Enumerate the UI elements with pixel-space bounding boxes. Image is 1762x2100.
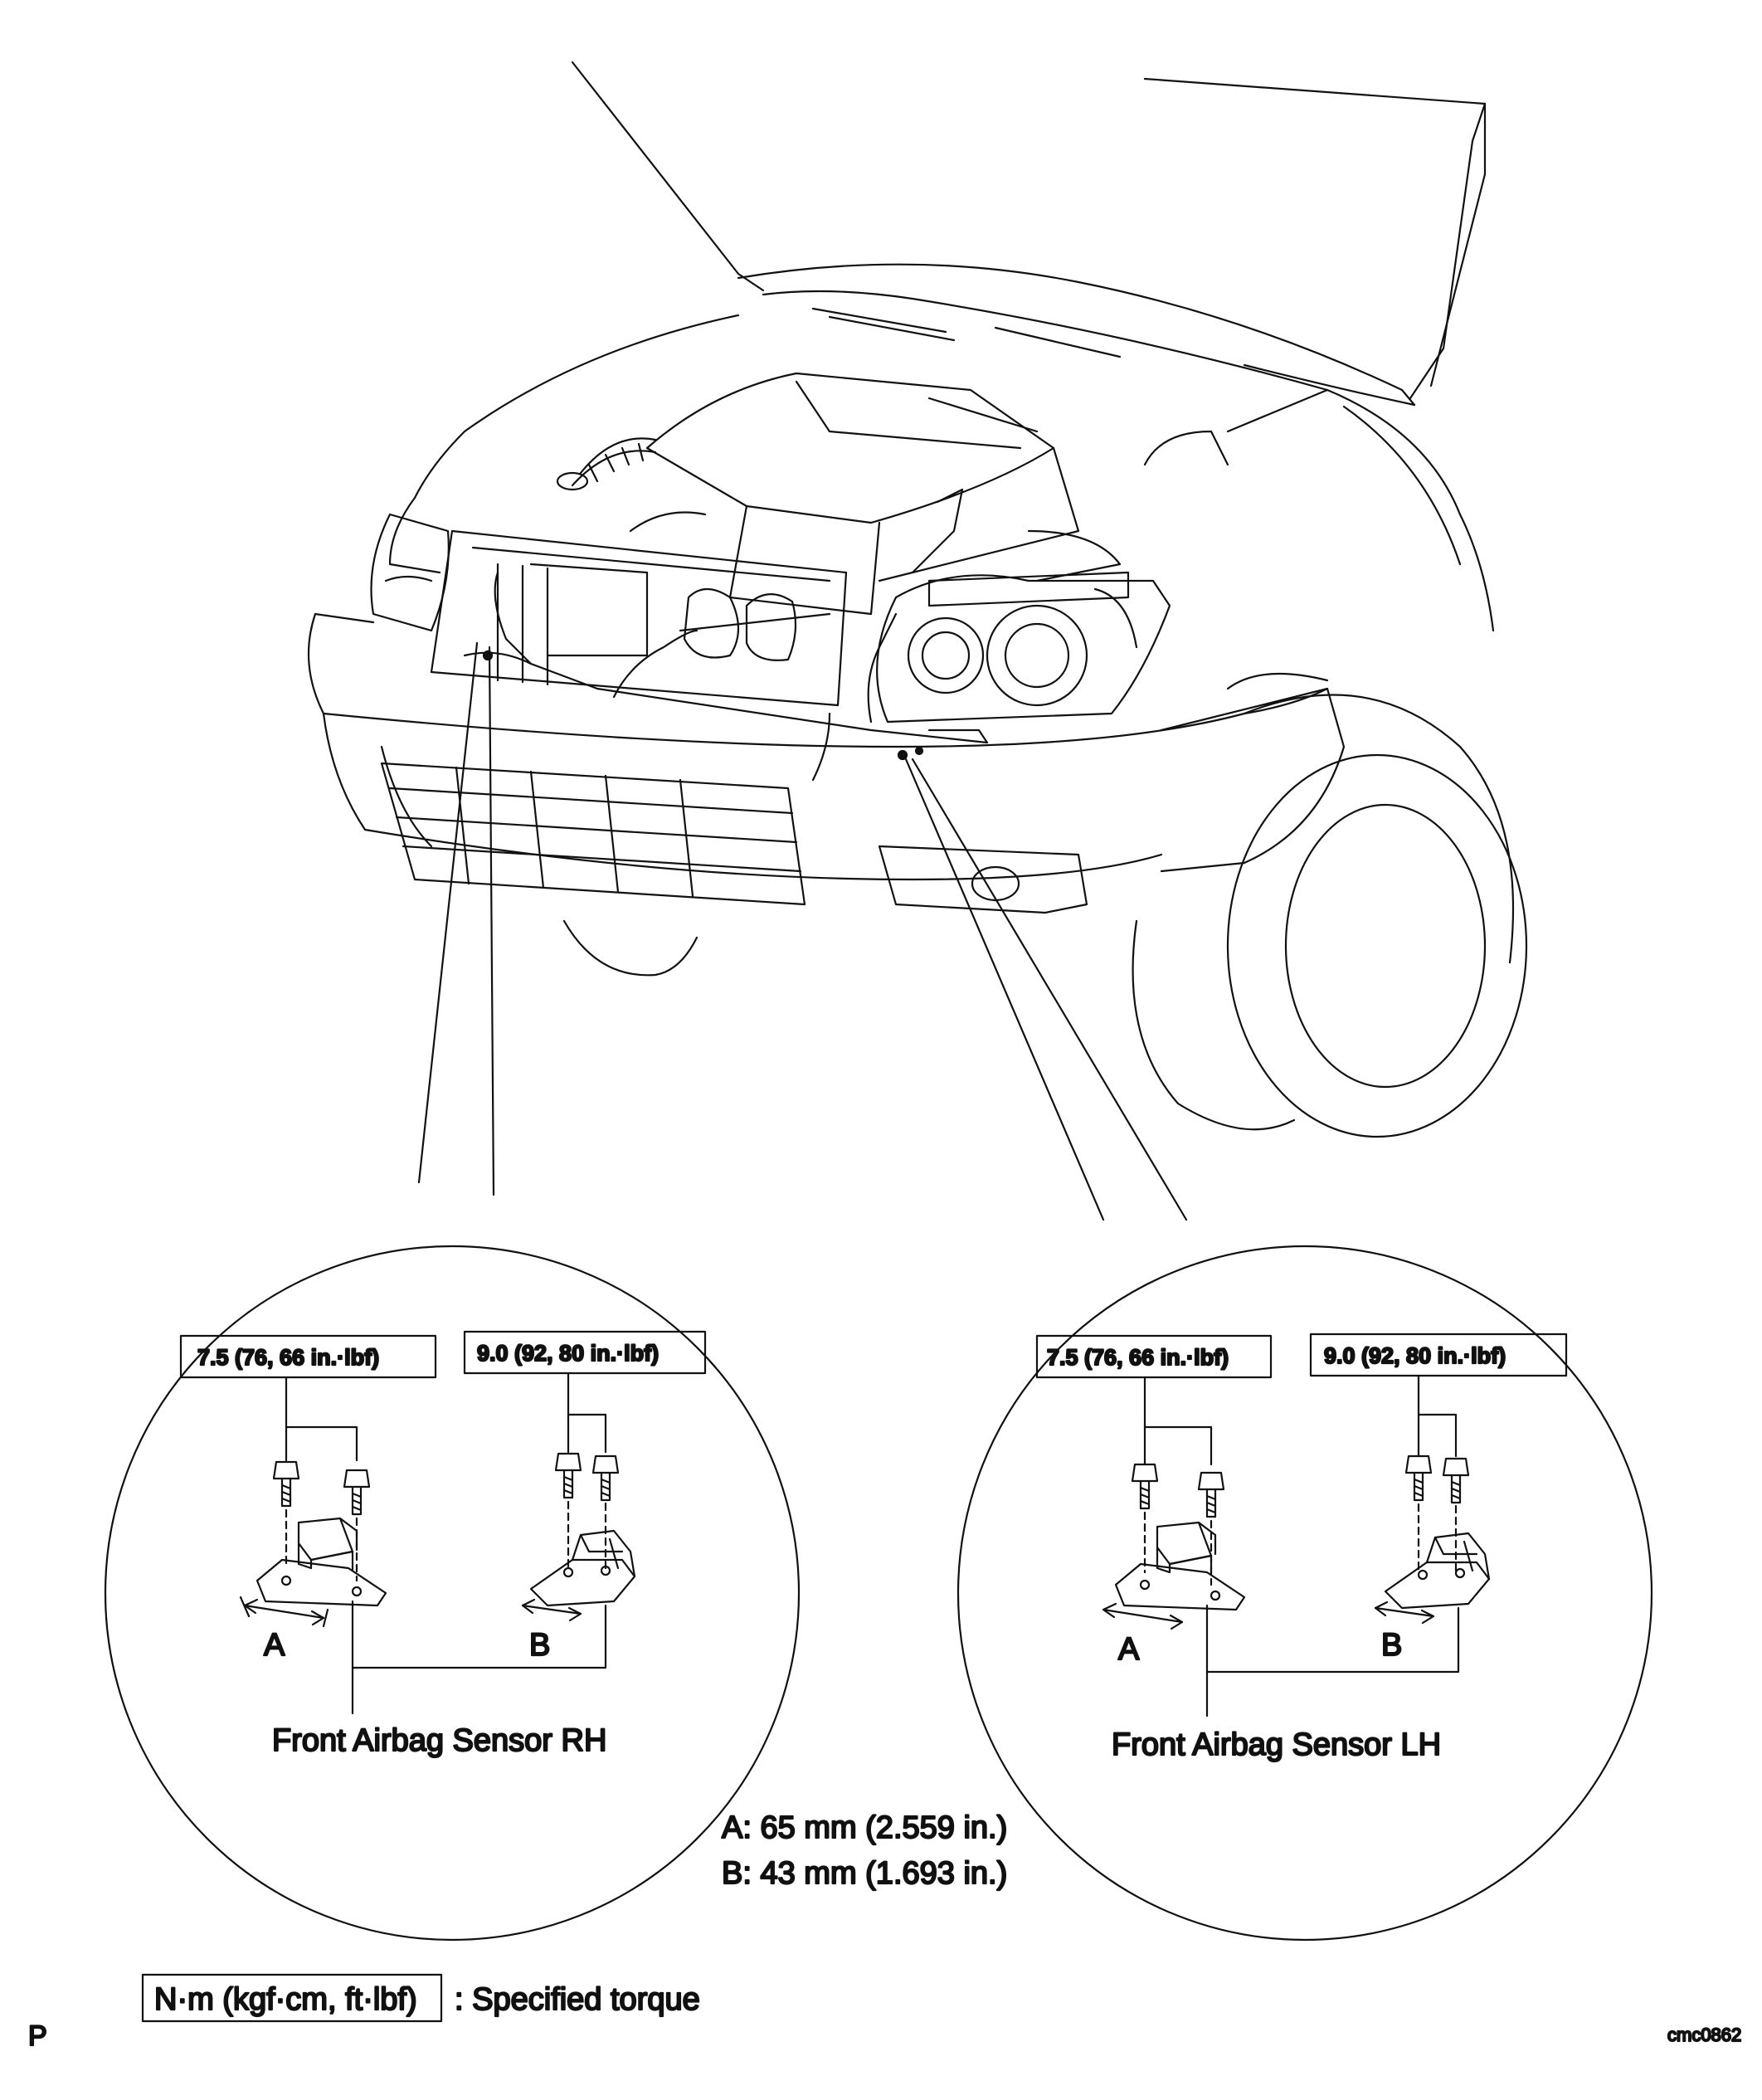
lh-sensor-label: Front Airbag Sensor LH <box>1112 1727 1441 1762</box>
rh-callout-leader <box>417 641 495 1196</box>
lh-sensor-b-body <box>1384 1532 1491 1610</box>
legend-description: : Specified torque <box>455 1982 700 2017</box>
legend-torque-box <box>141 1973 443 2023</box>
lh-sensor-a-body <box>1114 1521 1246 1611</box>
rh-torque-left-text: 7.5 (76, 66 in.·lbf) <box>197 1345 379 1370</box>
torque-legend: N·m (kgf·cm, ft·lbf) : Specified torque <box>141 1973 701 2023</box>
lh-bolt-4 <box>1442 1457 1470 1504</box>
lh-torque-box-left <box>1035 1334 1273 1379</box>
lh-detail-view: 7.5 (76, 66 in.·lbf) 9.0 (92, 80 in.·lbf… <box>956 1245 1653 1942</box>
rh-sensor-a-body <box>256 1517 387 1607</box>
dimension-b-note: B: 43 mm (1.693 in.) <box>722 1856 1007 1891</box>
rh-dim-a-label: A <box>264 1628 285 1663</box>
lh-bolt-1 <box>1131 1463 1159 1510</box>
rh-dim-b-label: B <box>529 1628 550 1663</box>
rh-torque-box-right <box>463 1330 707 1375</box>
footer-left-mark: P <box>28 2020 47 2052</box>
rh-bolt-2 <box>343 1469 371 1516</box>
dimension-a-note: A: 65 mm (2.559 in.) <box>722 1810 1007 1845</box>
rh-bolt-4 <box>591 1454 620 1502</box>
lh-dim-b-label: B <box>1381 1628 1402 1663</box>
lh-bolt-2 <box>1197 1471 1225 1518</box>
rh-torque-box-left <box>179 1334 437 1379</box>
rh-bolt-3 <box>554 1452 582 1499</box>
lh-torque-left-text: 7.5 (76, 66 in.·lbf) <box>1047 1345 1229 1370</box>
lh-bolt-3 <box>1404 1454 1433 1502</box>
lh-dim-a-label: A <box>1118 1632 1140 1667</box>
lh-callout-leader <box>904 758 1188 1221</box>
rh-detail-view: 7.5 (76, 66 in.·lbf) 9.0 (92, 80 in.·lbf… <box>104 1245 801 1942</box>
figure-code: cmc0862 <box>1667 2024 1741 2045</box>
legend-torque-text: N·m (kgf·cm, ft·lbf) <box>154 1982 417 2017</box>
rh-sensor-label: Front Airbag Sensor RH <box>272 1723 606 1758</box>
lh-torque-right-text: 9.0 (92, 80 in.·lbf) <box>1324 1343 1506 1368</box>
rh-torque-right-text: 9.0 (92, 80 in.·lbf) <box>477 1341 659 1366</box>
rh-bolt-1 <box>272 1460 300 1508</box>
vehicle-front-illustration <box>307 61 1528 1138</box>
rh-sensor-b-body <box>529 1529 636 1607</box>
lh-torque-box-right <box>1309 1333 1568 1377</box>
